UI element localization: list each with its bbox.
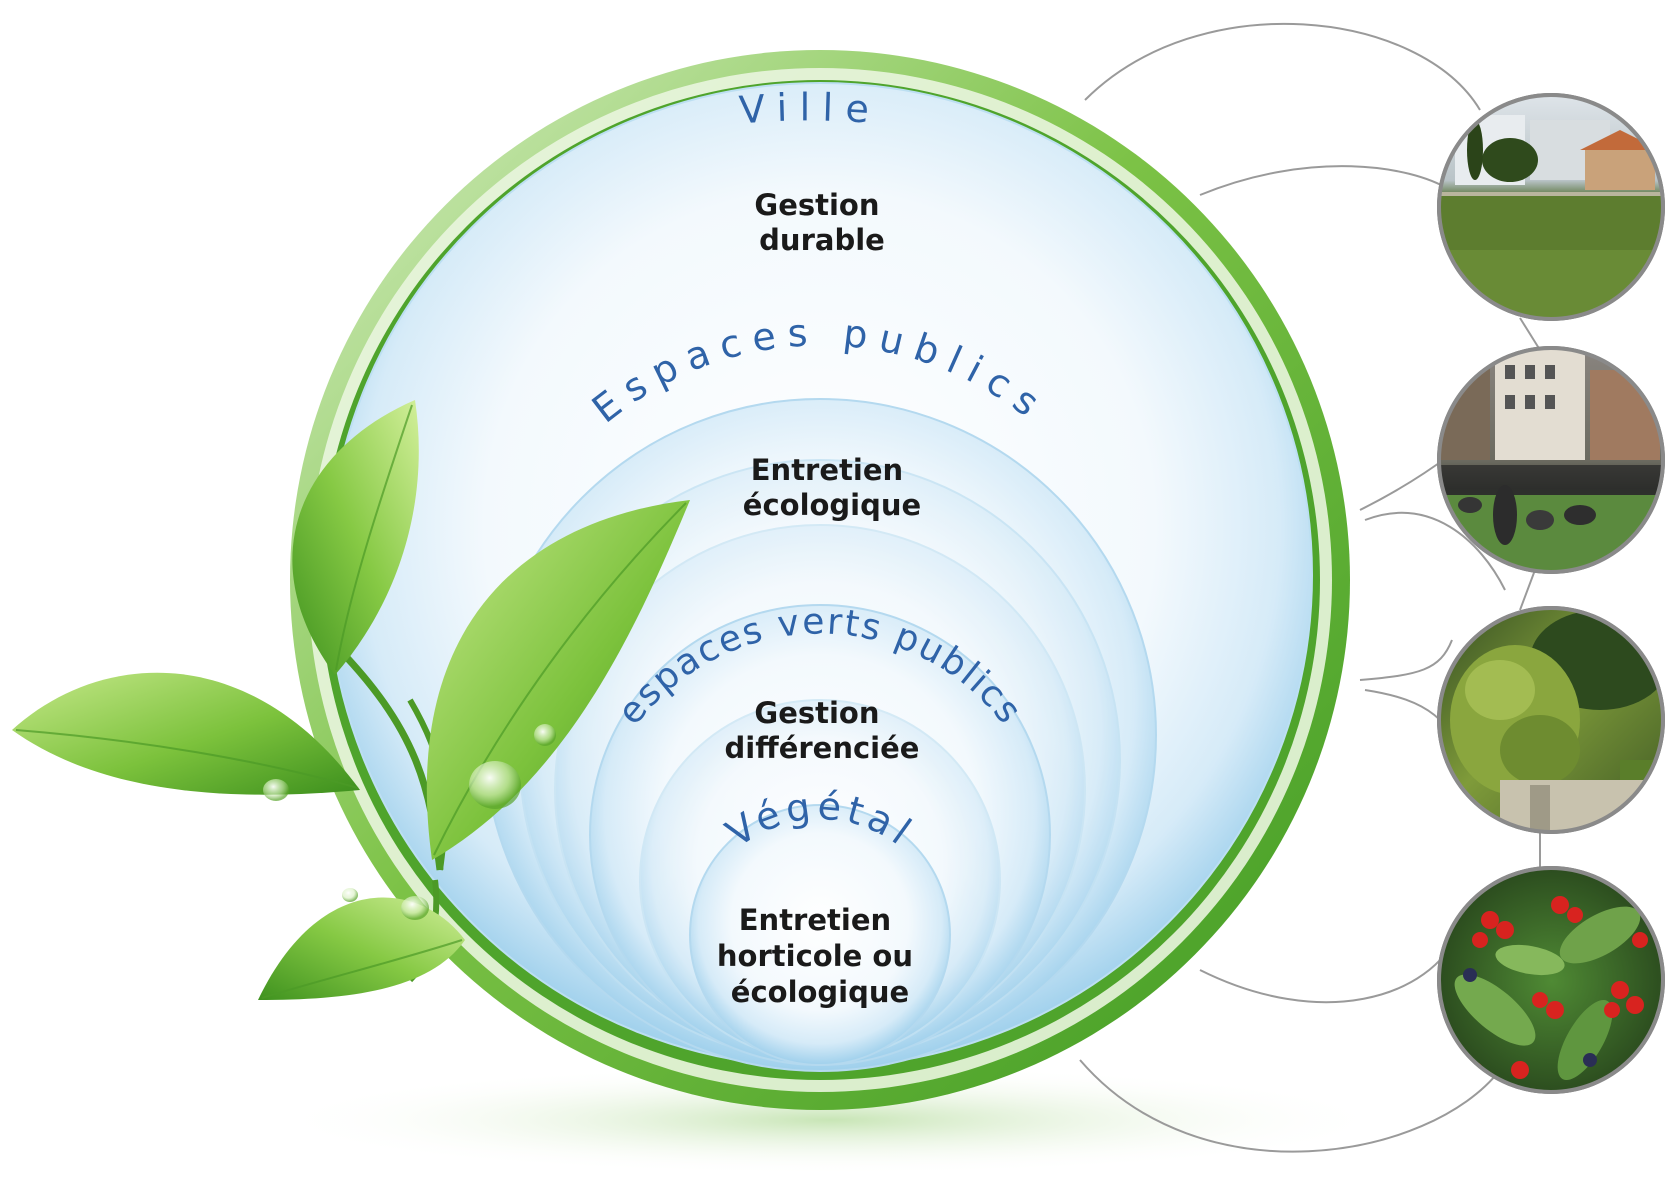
leaf-sprig-illustration <box>12 400 690 1000</box>
ground-shadow <box>270 1065 1390 1175</box>
level-text-vegetal: Entretien horticole ou écologique <box>717 903 923 1009</box>
photo-public-square-lawn <box>1437 346 1665 574</box>
level-text-espaces-verts-publics: Gestion différenciée <box>725 696 920 765</box>
bubble-vegetal <box>689 804 951 1066</box>
photo-park-shrubs <box>1437 606 1665 834</box>
level-text-espaces-publics: Entretien écologique <box>743 453 921 522</box>
level-text-ville: Gestion durable <box>754 188 889 257</box>
photo-urban-meadow <box>1437 93 1665 321</box>
photo-red-berries <box>1437 866 1665 1094</box>
level-title-ville: Ville <box>738 85 883 132</box>
